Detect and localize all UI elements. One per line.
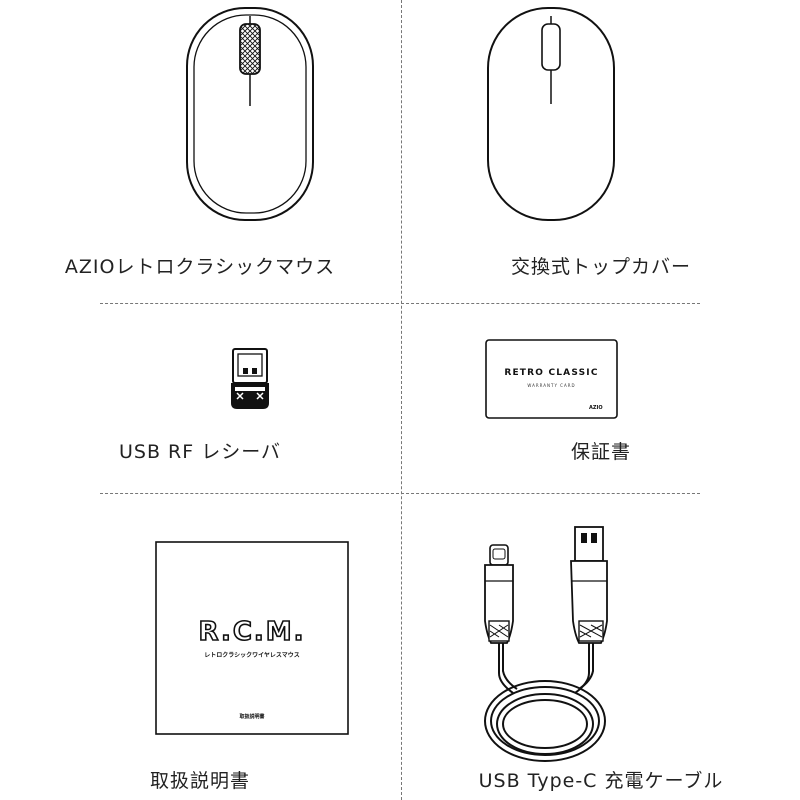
warranty-card-brand: AZIO (589, 405, 603, 411)
item-label-usb-c-cable: USB Type-C 充電ケーブル (478, 770, 724, 792)
manual-footer: 取扱説明書 (239, 714, 265, 720)
item-usb-c-cable: USB Type-C 充電ケーブル (401, 493, 800, 800)
item-mouse: AZIOレトロクラシックマウス (0, 0, 400, 303)
manual-title: R.C.M. (198, 616, 306, 648)
item-top-cover: 交換式トップカバー (401, 0, 800, 303)
item-label-usb-receiver: USB RF レシーバ (118, 441, 282, 463)
usb-receiver-icon (225, 347, 275, 411)
manual-booklet-icon: R.C.M. レトロクラシックワイヤレスマウス 取扱説明書 (155, 541, 349, 735)
usb-c-cable-icon (463, 523, 623, 768)
item-manual: R.C.M. レトロクラシックワイヤレスマウス 取扱説明書 取扱説明書 (0, 493, 400, 800)
item-warranty-card: RETRO CLASSIC WARRANTY CARD AZIO 保証書 (401, 303, 800, 493)
manual-subtitle: レトロクラシックワイヤレスマウス (204, 652, 300, 659)
mouse-top-cover-icon (486, 6, 616, 222)
item-label-manual: 取扱説明書 (149, 770, 250, 792)
warranty-card-title: RETRO CLASSIC (504, 368, 599, 378)
warranty-card-icon: RETRO CLASSIC WARRANTY CARD AZIO (485, 339, 618, 419)
mouse-with-knurled-wheel-icon (185, 6, 315, 222)
item-label-top-cover: 交換式トップカバー (510, 256, 691, 278)
horizontal-divider-2 (100, 493, 700, 494)
item-label-mouse: AZIOレトロクラシックマウス (64, 256, 336, 278)
item-usb-receiver: USB RF レシーバ (0, 303, 400, 493)
warranty-card-subtitle: WARRANTY CARD (527, 383, 576, 388)
horizontal-divider-1 (100, 303, 700, 304)
vertical-divider (401, 0, 402, 800)
item-label-warranty: 保証書 (570, 441, 631, 463)
